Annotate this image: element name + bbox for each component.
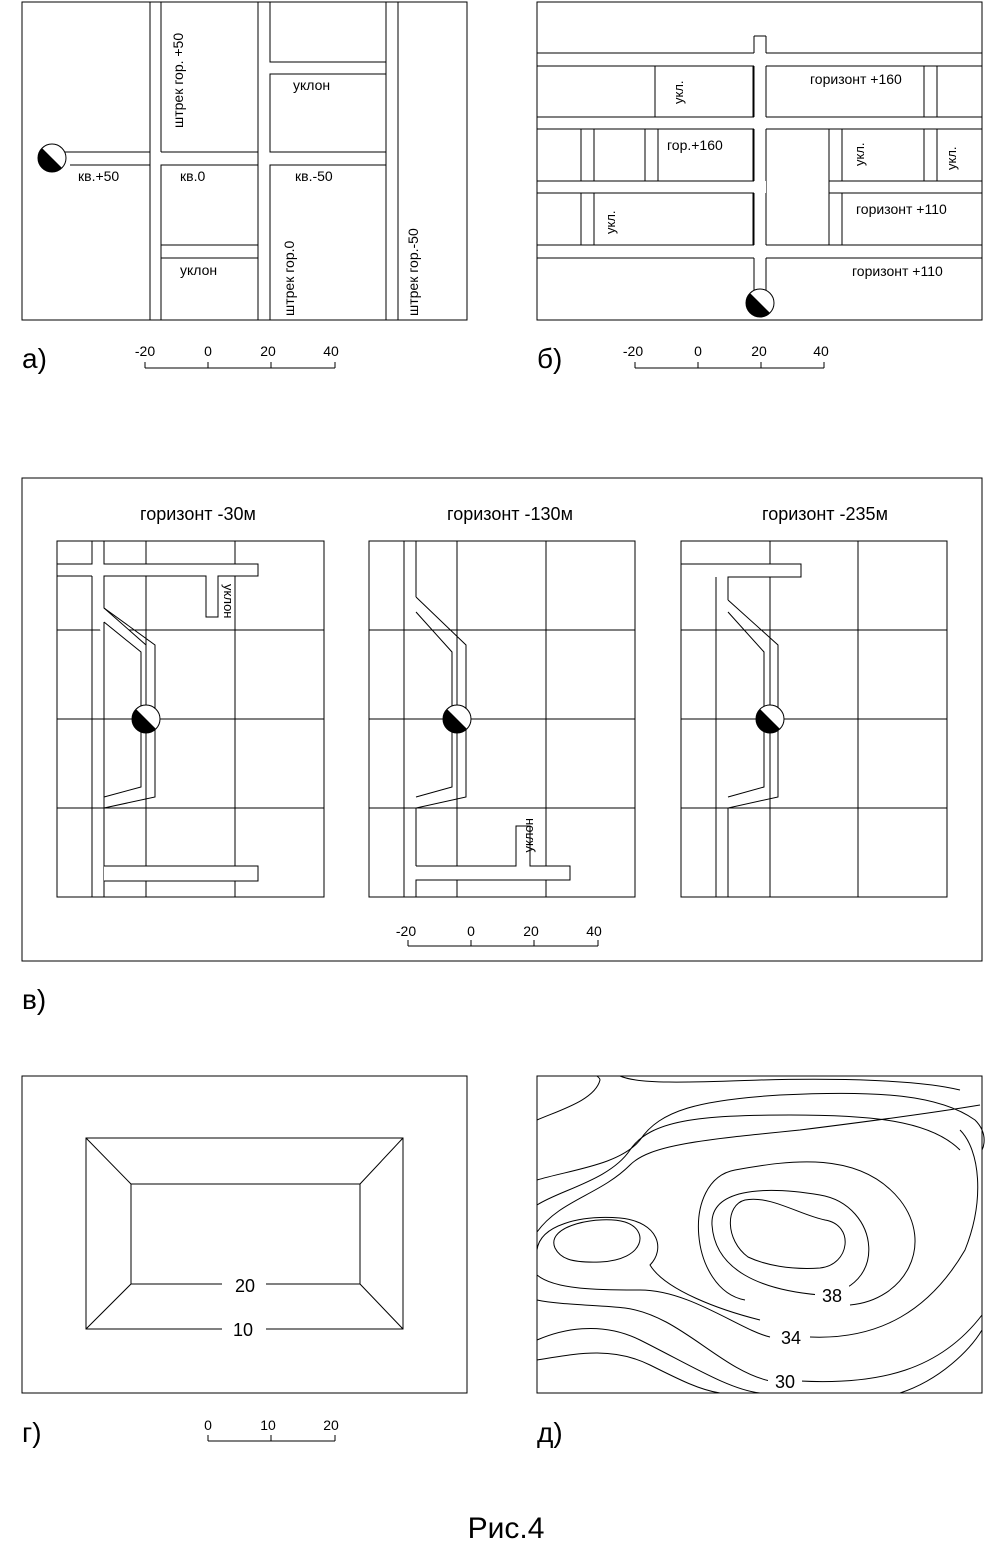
- scale-b-tick-0: -20: [623, 343, 643, 359]
- label-ukl-mid: укл.: [852, 142, 867, 166]
- label-ukl-right: укл.: [944, 146, 959, 170]
- label-kv-p50: кв.+50: [78, 168, 119, 184]
- contour-label-38: 38: [822, 1286, 842, 1306]
- block-uklon-bottom: [160, 257, 259, 321]
- block-top-right: [269, 1, 387, 63]
- panel-a: кв.+50 кв.0 кв.-50 уклон уклон штрек гор…: [21, 1, 468, 374]
- label-shtrek-p50: штрек гор. +50: [170, 33, 186, 128]
- panel-b-letter: б): [537, 343, 562, 374]
- label-ukl-top: укл.: [671, 80, 686, 104]
- section-2: уклон: [368, 540, 636, 898]
- label-ukl-left: укл.: [603, 210, 618, 234]
- scale-g-tick-0: 0: [204, 1417, 212, 1433]
- section-3: [680, 540, 948, 898]
- panel-d-letter: д): [537, 1417, 563, 1448]
- figure-caption: Рис.4: [468, 1512, 545, 1545]
- scale-b-tick-2: 20: [751, 343, 767, 359]
- borehole-marker: [442, 704, 472, 734]
- scale-a-tick-3: 40: [323, 343, 339, 359]
- label-uklon-bottom: уклон: [180, 262, 217, 278]
- panel-v-frame: [21, 477, 983, 962]
- borehole-marker: [745, 288, 775, 318]
- scale-bar-g: 0 10 20: [204, 1417, 339, 1442]
- label-gorizont-110-a: горизонт +110: [856, 201, 947, 217]
- scale-v-tick-2: 20: [523, 923, 539, 939]
- block-kv0: [160, 164, 259, 246]
- block-uklon-top: [269, 73, 387, 153]
- scale-bar-v: -20 0 20 40: [396, 923, 602, 947]
- contour-label-30: 30: [775, 1372, 795, 1392]
- scale-b-tick-3: 40: [813, 343, 829, 359]
- scale-a-tick-1: 0: [204, 343, 212, 359]
- label-kv-m50: кв.-50: [295, 168, 333, 184]
- label-shtrek-0: штрек гор.0: [281, 241, 297, 316]
- label-uklon-2: уклон: [521, 818, 536, 852]
- borehole-marker: [131, 704, 161, 734]
- panel-v-letter: в): [22, 984, 46, 1015]
- panel-a-letter: а): [22, 343, 47, 374]
- panel-g-frame: [21, 1075, 468, 1394]
- panel-d: 38 34 30 д): [536, 1075, 985, 1448]
- panel-v: горизонт -30м горизонт -130м горизонт -2…: [21, 477, 983, 962]
- panel-b: горизонт +160 гор.+160 горизонт +110 гор…: [536, 1, 983, 374]
- section-title-1: горизонт -30м: [140, 504, 256, 524]
- scale-a-tick-0: -20: [135, 343, 155, 359]
- label-gor-160: гор.+160: [667, 137, 723, 153]
- scale-g-tick-1: 10: [260, 1417, 276, 1433]
- label-uklon-top: уклон: [293, 77, 330, 93]
- panel-g: 20 10 г) 0 10 20: [21, 1075, 468, 1448]
- label-gorizont-160: горизонт +160: [810, 71, 902, 87]
- contour-lines: [536, 1075, 985, 1394]
- label-gorizont-110-b: горизонт +110: [852, 263, 943, 279]
- scale-bar-b: -20 0 20 40: [623, 343, 829, 369]
- section-title-3: горизонт -235м: [762, 504, 888, 524]
- scale-v-tick-0: -20: [396, 923, 416, 939]
- block-kv-m50: [269, 164, 387, 321]
- scale-b-tick-1: 0: [694, 343, 702, 359]
- label-shtrek-m50: штрек гор.-50: [405, 228, 421, 316]
- scale-v-tick-3: 40: [586, 923, 602, 939]
- label-kv-0: кв.0: [180, 168, 205, 184]
- scale-bar-a: -20 0 20 40: [135, 343, 339, 369]
- label-uklon-1: уклон: [221, 584, 236, 618]
- borehole-marker: [755, 704, 785, 734]
- section-title-2: горизонт -130м: [447, 504, 573, 524]
- panel-g-letter: г): [22, 1417, 42, 1448]
- contour-label-20: 20: [235, 1276, 255, 1296]
- section-1: уклон: [56, 540, 325, 898]
- contour-label-34: 34: [781, 1328, 801, 1348]
- panel-d-frame: [536, 1075, 983, 1394]
- scale-a-tick-2: 20: [260, 343, 276, 359]
- contour-label-10: 10: [233, 1320, 253, 1340]
- borehole-marker: [37, 143, 67, 173]
- scale-g-tick-2: 20: [323, 1417, 339, 1433]
- scale-v-tick-1: 0: [467, 923, 475, 939]
